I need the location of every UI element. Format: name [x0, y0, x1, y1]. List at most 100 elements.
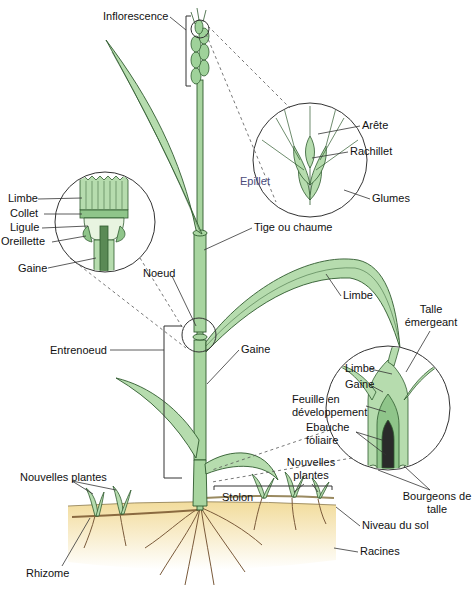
leader-lines-part	[42, 226, 88, 228]
roots-part	[254, 498, 262, 530]
leader-lines-part	[336, 507, 360, 526]
leader-lines-part	[312, 484, 318, 492]
roots-part	[185, 508, 200, 585]
part-label: Epillet	[240, 175, 270, 188]
part-label: Gaine	[18, 262, 47, 275]
zoom-circles	[55, 20, 450, 470]
roots-part	[84, 516, 95, 548]
tiller-detail	[334, 325, 448, 472]
leader-lines-part	[62, 518, 90, 566]
spike-part	[191, 8, 206, 24]
leader-lines-part	[334, 548, 358, 552]
part-label: Gaine	[241, 343, 270, 356]
leaves	[106, 40, 400, 480]
tiller-detail-part	[388, 325, 404, 366]
spikelet-detail-part	[306, 136, 315, 168]
part-label: Rhizome	[26, 567, 69, 580]
part-label: Limbe	[8, 192, 38, 205]
spike-part	[195, 20, 203, 34]
leader-lines-part	[172, 276, 196, 326]
leader-lines-part	[44, 214, 82, 215]
collar-detail-part	[100, 226, 108, 280]
leaves-part	[205, 453, 278, 480]
part-label: Stolon	[222, 491, 253, 504]
spikelet-detail	[262, 106, 358, 205]
new-plants-part	[263, 478, 274, 498]
rhizome	[72, 510, 198, 517]
leader-lines-part	[406, 331, 430, 372]
roots-part	[201, 508, 214, 585]
brackets-part	[164, 326, 182, 478]
new-plants-part	[86, 488, 98, 516]
stem-part	[193, 334, 207, 340]
roots-part	[120, 514, 126, 546]
part-label: Inflorescence	[103, 10, 168, 23]
leaves-part	[206, 268, 399, 346]
part-label: Ligule	[10, 221, 39, 234]
zoom-lines-part	[208, 26, 290, 108]
spikelet-detail-part	[262, 106, 358, 170]
leader-lines-part	[52, 236, 86, 242]
roots-part	[318, 499, 326, 524]
part-label: Nouvelles plantes	[282, 456, 340, 482]
part-label: Noeud	[143, 267, 175, 280]
leader-lines-part	[378, 470, 430, 490]
part-label: Arête	[362, 119, 388, 132]
part-label: Niveau du sol	[362, 519, 429, 532]
tiller-detail-part	[368, 360, 408, 472]
part-label: Collet	[10, 207, 38, 220]
leaves-part	[206, 259, 400, 352]
leader-lines-part	[204, 228, 252, 250]
part-label: Limbe	[345, 362, 375, 375]
collar-detail-part	[80, 210, 128, 218]
leaves-part	[116, 378, 199, 458]
collar-detail-part	[86, 181, 122, 209]
leader-lines-part	[404, 466, 430, 490]
leader-lines	[38, 17, 430, 566]
part-label: Rachillet	[350, 145, 392, 158]
collar-detail-part	[80, 176, 128, 210]
part-label: Feuille en développement	[292, 393, 374, 419]
zoom-lines-part	[70, 258, 186, 348]
zoom-circles-part	[182, 318, 216, 352]
tiller-detail-part	[377, 394, 399, 470]
zoom-lines-part	[140, 258, 184, 330]
new-plants	[86, 472, 329, 516]
part-label: Oreillette	[1, 235, 45, 248]
brackets	[164, 16, 332, 490]
part-label: Talle émergeant	[400, 303, 462, 329]
part-label: Glumes	[372, 192, 410, 205]
leader-lines-part	[344, 190, 370, 199]
part-label: Limbe	[343, 289, 373, 302]
leader-lines-part	[356, 432, 386, 455]
roots-part	[202, 508, 262, 545]
leader-lines-part	[170, 17, 186, 30]
zoom-circles-part	[253, 103, 367, 217]
brackets-part	[186, 16, 191, 86]
tiller-detail-part	[404, 360, 448, 400]
leader-lines-part	[312, 152, 348, 158]
leader-lines-part	[356, 432, 382, 440]
new-plants-part	[96, 492, 104, 516]
zoom-lines-part	[206, 34, 276, 202]
roots-part	[145, 508, 199, 548]
part-label: Gaine	[345, 378, 374, 391]
roots-part	[201, 508, 245, 572]
part-label: Ebauche foliaire	[306, 421, 364, 447]
part-label: Racines	[360, 545, 400, 558]
leader-lines-part	[294, 484, 304, 492]
tiller-detail-part	[382, 420, 394, 468]
leader-lines-part	[48, 258, 96, 268]
stem-part	[194, 234, 206, 332]
part-label: Nouvelles plantes	[20, 471, 107, 484]
leader-lines-part	[326, 274, 341, 296]
leader-lines-part	[38, 198, 82, 199]
leader-lines-part	[318, 126, 360, 134]
leader-lines-part	[207, 350, 239, 384]
rhizome-part	[72, 510, 198, 517]
new-plants-part	[113, 486, 123, 514]
new-plants-part	[319, 482, 329, 498]
